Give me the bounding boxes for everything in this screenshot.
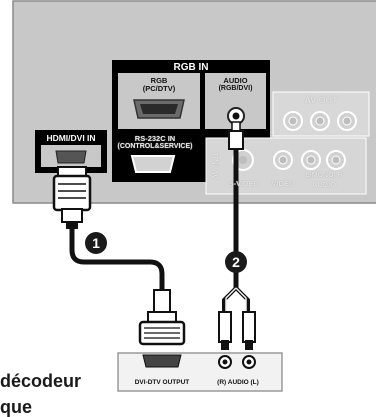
av-out-label: AV OUT [304, 95, 338, 105]
step-badge-2: 2 [225, 251, 247, 273]
rgb-port-label-line2: (PC/DTV) [142, 84, 176, 93]
callout-line-1: décodeur [0, 371, 82, 391]
rgb-dsub-port [133, 99, 185, 119]
rca-plug-right [218, 311, 232, 350]
rca-plug-left [242, 311, 256, 350]
step-badge-2-text: 2 [232, 254, 240, 270]
rs232c-label-line1: RS-232C IN [134, 134, 176, 143]
rs232c-label-line2: (CONTROL&SERVICE) [117, 143, 193, 150]
av-out-jacks [283, 111, 357, 131]
hdmi-plug [52, 166, 92, 229]
video-label: VIDEO [271, 179, 295, 188]
hdmi-port [55, 150, 87, 164]
av-in-jacks [273, 150, 346, 170]
decoder-dvi-output-label: DVI-DTV OUTPUT [134, 379, 190, 386]
decoder-audio-output-label: (R) AUDIO (L) [217, 379, 259, 386]
cable-hdmi-to-dvi [69, 228, 165, 292]
dvi-plug [138, 289, 186, 346]
rs232c-port [130, 155, 176, 173]
decoder-audio-jacks [218, 355, 256, 369]
step-badge-1: 1 [85, 232, 107, 254]
rgb-port-label-line1: RGB [150, 76, 168, 85]
av-in-label: AV IN 1 [211, 152, 220, 180]
rgb-in-header: RGB IN [173, 62, 209, 73]
hdmi-dvi-label: HDMI/DVI IN [46, 133, 96, 143]
audio-port-label-line1: AUDIO [223, 76, 248, 85]
step-badge-1-text: 1 [92, 235, 100, 251]
audio-plug-top [228, 121, 244, 150]
svideo-label: S-VIDEO [228, 179, 260, 188]
audio-lr-label: L(MONO) R [305, 172, 343, 179]
decoder-dvi-port [142, 354, 182, 368]
audio-port-label-line2: (RGB/DVI) [218, 85, 253, 92]
callout-line-2: que [0, 397, 33, 417]
audio-sub-label: AUDIO [311, 180, 337, 189]
